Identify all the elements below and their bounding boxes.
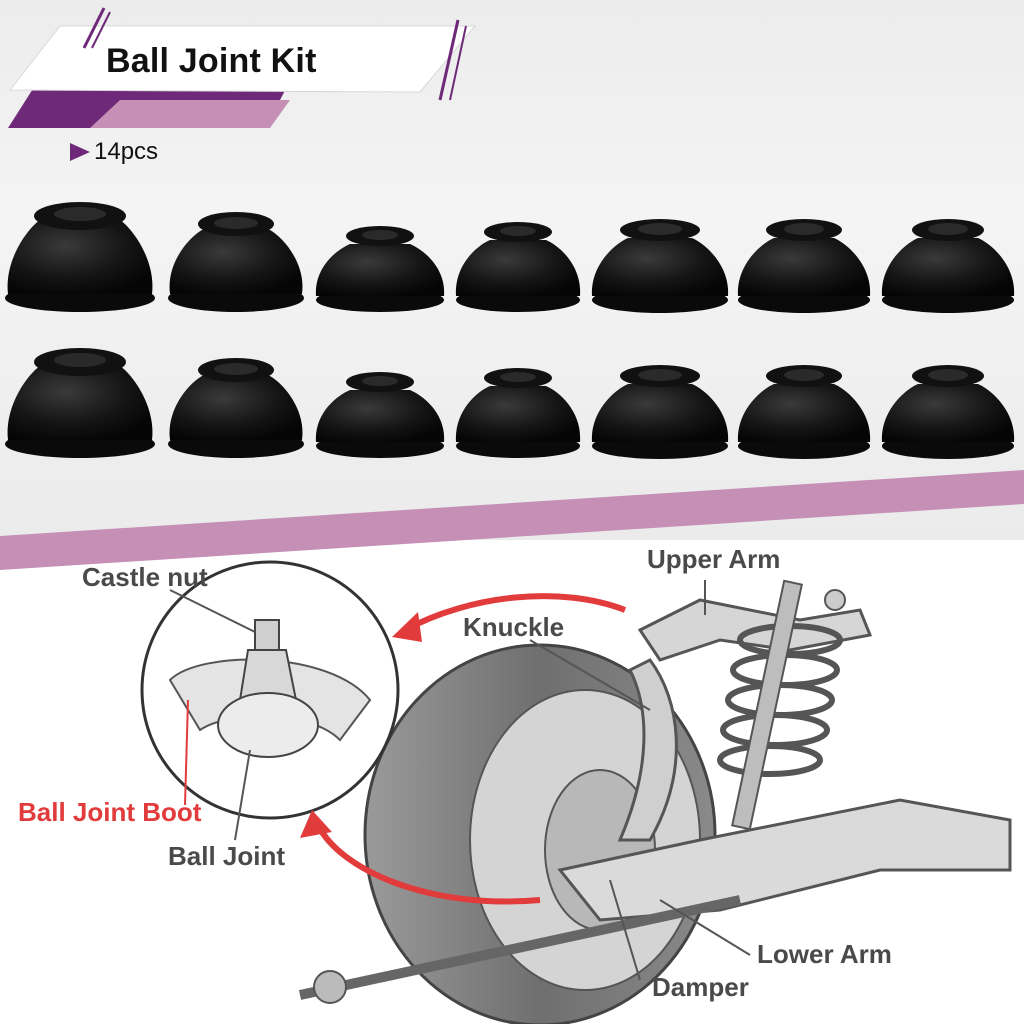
- product-panel: Ball Joint Kit 14pcs: [0, 0, 1024, 540]
- boot-image: [591, 219, 729, 313]
- ball-joint-boot-label: Ball Joint Boot: [18, 797, 202, 827]
- boot-image: [168, 212, 304, 312]
- count-row: 14pcs: [70, 138, 158, 166]
- boot-image: [881, 219, 1015, 313]
- boot-image: [5, 202, 155, 312]
- piece-count: 14pcs: [94, 138, 159, 165]
- knuckle-label: Knuckle: [463, 612, 565, 642]
- suspension-diagram: [140, 560, 1012, 1024]
- boots-photo: [5, 202, 1015, 459]
- divider-band: [0, 470, 1024, 570]
- triangle-bullet-icon: [70, 143, 90, 161]
- castle-nut-label: Castle nut: [82, 562, 208, 592]
- curved-arrow-icon: [403, 593, 627, 633]
- curved-arrow-icon: [315, 823, 541, 905]
- lower-arm-label: Lower Arm: [757, 939, 892, 969]
- upper-arm-label: Upper Arm: [647, 544, 781, 574]
- title-banner: [8, 7, 477, 128]
- boot-image: [315, 226, 445, 312]
- product-title: Ball Joint Kit: [106, 42, 317, 80]
- boot-image: [455, 222, 581, 312]
- boot-image: [737, 219, 871, 313]
- damper-label: Damper: [652, 972, 749, 1002]
- ball-joint-label: Ball Joint: [168, 841, 286, 871]
